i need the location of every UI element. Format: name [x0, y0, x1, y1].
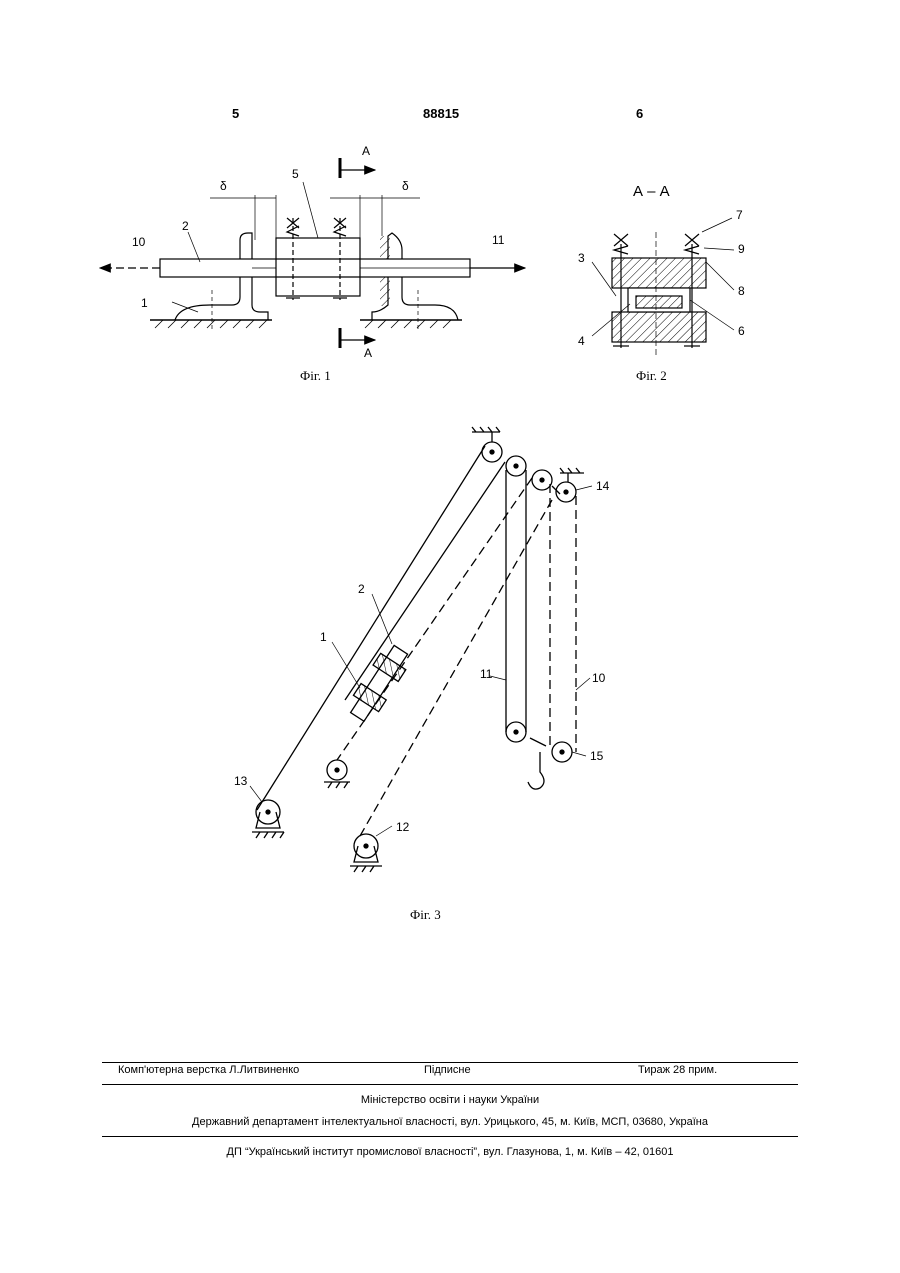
figure-2: [592, 218, 734, 356]
fig1-section-mark-bottom: А: [364, 346, 372, 360]
footer-rule-top: [102, 1062, 798, 1063]
footer-layout: Комп'ютерна верстка Л.Литвиненко: [118, 1064, 299, 1076]
fig1-label-5: 5: [292, 167, 299, 181]
fig1-label-1: 1: [141, 296, 148, 310]
footer-rule-bottom: [102, 1136, 798, 1137]
fig1-label-2: 2: [182, 219, 189, 233]
fig3-label-1: 1: [320, 630, 327, 644]
footer-rule-middle: [102, 1084, 798, 1085]
fig2-label-7: 7: [736, 208, 743, 222]
fig3-label-11: 11: [480, 667, 493, 681]
fig2-label-4: 4: [578, 334, 585, 348]
fig1-caption: Фіг. 1: [300, 368, 331, 384]
fig3-label-12: 12: [396, 820, 410, 834]
fig3-label-13: 13: [234, 774, 248, 788]
fig3-caption: Фіг. 3: [410, 907, 441, 923]
fig3-label-10: 10: [592, 671, 606, 685]
fig2-caption: Фіг. 2: [636, 368, 667, 384]
footer-ministry: Міністерство освіти і науки України: [0, 1094, 900, 1106]
footer-circulation: Тираж 28 прим.: [638, 1064, 717, 1076]
fig1-delta-left: δ: [220, 179, 227, 193]
fig2-label-3: 3: [578, 251, 585, 265]
fig2-label-6: 6: [738, 324, 745, 338]
figure-3-labels: 2 1 11 10 14 15 12 13: [234, 479, 610, 834]
fig3-label-14: 14: [596, 479, 610, 493]
fig2-section-title: А – А: [633, 183, 670, 200]
fig1-label-11: 11: [492, 233, 505, 247]
footer-signed: Підписне: [424, 1064, 471, 1076]
fig1-delta-right: δ: [402, 179, 409, 193]
fig2-label-8: 8: [738, 284, 745, 298]
footer-institute: ДП “Український інститут промислової вла…: [0, 1146, 900, 1158]
figure-3: [250, 427, 592, 872]
fig3-label-2: 2: [358, 582, 365, 596]
fig2-label-9: 9: [738, 242, 745, 256]
fig3-label-15: 15: [590, 749, 604, 763]
fig1-label-10: 10: [132, 235, 146, 249]
footer-department: Державний департамент інтелектуальної вл…: [0, 1116, 900, 1128]
fig1-section-mark-top: А: [362, 144, 370, 158]
figure-1: [100, 158, 525, 348]
